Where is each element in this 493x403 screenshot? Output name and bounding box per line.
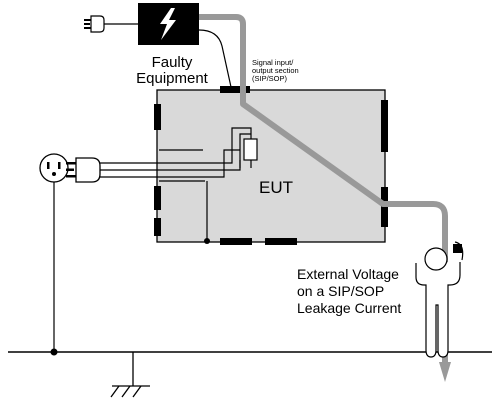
person-icon <box>415 241 464 358</box>
eut-internal-junction-dot <box>204 238 210 244</box>
signal-wire <box>198 29 232 88</box>
eut-box <box>156 89 386 243</box>
faulty-equipment-label-line2: Equipment <box>136 70 209 87</box>
leakage-path <box>199 14 448 366</box>
external-voltage-label-line1: External Voltage <box>297 266 399 282</box>
sip-label-line2: output section <box>252 66 299 75</box>
faulty-equipment-plug-icon <box>84 15 105 33</box>
external-voltage-label-line3: Leakage Current <box>297 300 401 316</box>
eut-connector-right-upper <box>381 100 388 152</box>
external-voltage-label-line2: on a SIP/SOP <box>297 283 384 299</box>
eut-internal-wiring <box>99 127 252 241</box>
wall-outlet-icon <box>39 153 69 183</box>
ground-junction-dot <box>50 348 58 356</box>
eut-label: EUT <box>259 178 293 197</box>
leakage-arrowhead <box>439 362 451 382</box>
eut-connector-left-mid <box>154 186 161 210</box>
power-plug-icon <box>66 157 101 183</box>
eut-connector-bottom-right <box>265 238 297 245</box>
earth-ground-icon <box>110 352 150 398</box>
eut-connector-left-upper <box>154 104 161 130</box>
eut-connector-top <box>220 86 250 93</box>
eut-connector-bottom-left <box>220 238 252 245</box>
lightning-bolt-icon <box>160 8 176 40</box>
sip-label-line3: (SIP/SOP) <box>252 74 288 83</box>
faulty-equipment-label-line1: Faulty <box>152 54 193 71</box>
person-hand-contact <box>453 244 462 253</box>
eut-internal-resistor <box>243 138 258 161</box>
eut-connector-left-lower <box>154 218 161 236</box>
sip-label-line1: Signal input/ <box>252 58 294 67</box>
